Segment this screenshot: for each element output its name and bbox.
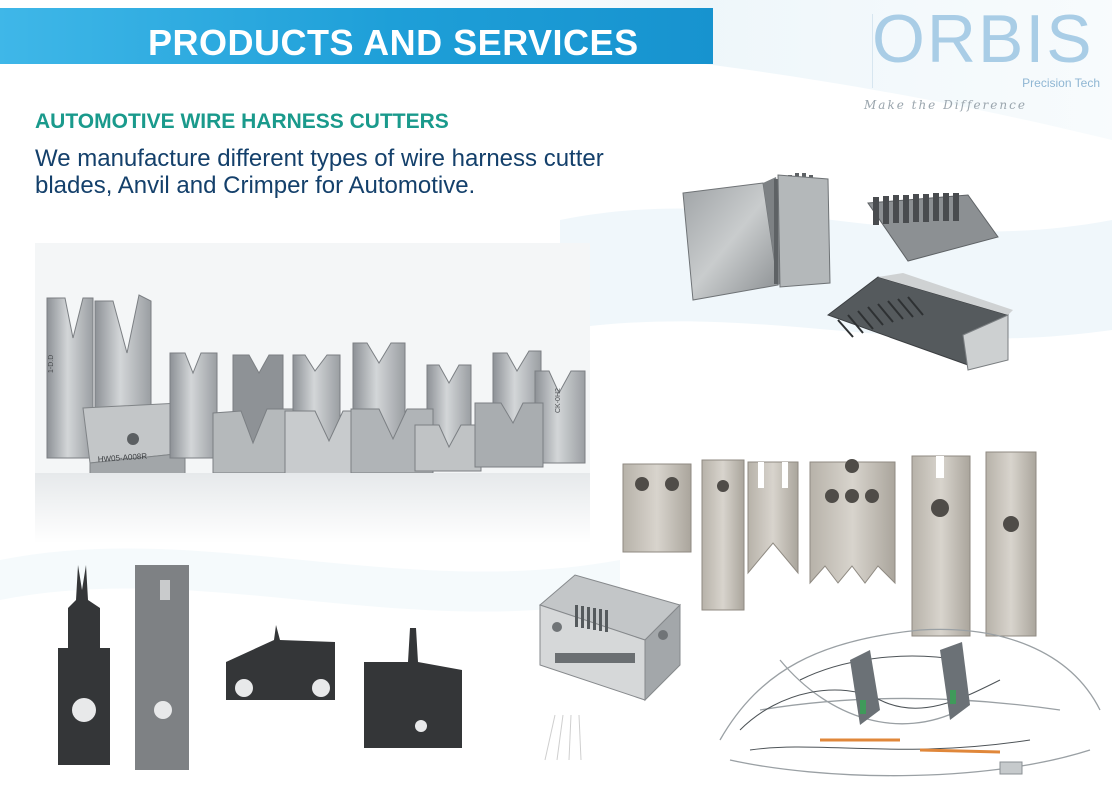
logo-tagline: Make the Difference — [864, 98, 1027, 112]
block-stamp: HW05-A008R — [98, 452, 148, 464]
section-heading: AUTOMOTIVE WIRE HARNESS CUTTERS — [35, 110, 449, 133]
title-bar: PRODUCTS AND SERVICES — [0, 8, 713, 64]
page-title: PRODUCTS AND SERVICES — [148, 22, 639, 63]
photo-flat-cutters — [622, 451, 1037, 637]
section-description: We manufacture different types of wire h… — [35, 145, 604, 199]
photo-anvil-block — [539, 574, 681, 761]
photo-car-harness — [719, 628, 1101, 777]
blade-stamp: 1-D.D — [48, 355, 55, 373]
logo-divider — [872, 14, 873, 88]
photo-v-blades: HW05-A008R 1-D.D CK-0H2 — [35, 243, 590, 543]
photo-comb-blades — [682, 173, 1013, 371]
photo-dark-blades — [58, 565, 462, 770]
blade-stamp-2: CK-0H2 — [555, 388, 562, 413]
logo-subtitle: Precision Tech — [1022, 76, 1100, 90]
logo-wordmark: ORBIS — [872, 1, 1094, 77]
orbis-logo: ORBIS Precision Tech Make the Difference — [864, 1, 1104, 122]
